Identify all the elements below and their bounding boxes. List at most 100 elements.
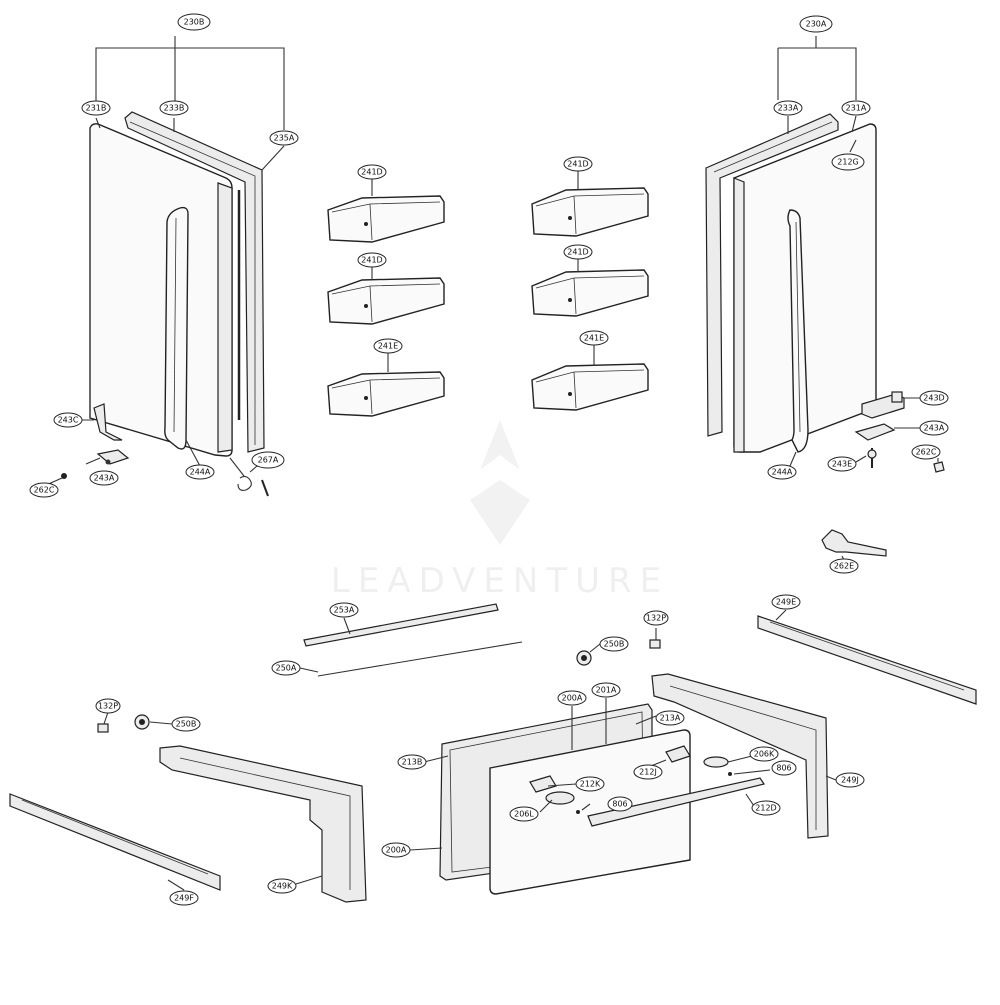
callout-250A: 250A (271, 660, 301, 676)
callout-241D-3: 241D (563, 156, 593, 172)
callout-201A: 201A (591, 682, 621, 698)
callout-235A: 235A (269, 130, 299, 146)
svg-text:253A: 253A (334, 606, 355, 615)
callout-249K: 249K (267, 878, 297, 894)
svg-text:212G: 212G (837, 158, 858, 167)
callout-806-right: 806 (771, 760, 797, 776)
svg-text:233A: 233A (778, 104, 799, 113)
svg-text:806: 806 (776, 764, 791, 773)
svg-text:243A: 243A (94, 474, 115, 483)
svg-text:132P: 132P (98, 702, 118, 711)
callout-200A-bottom: 200A (381, 842, 411, 858)
freezer-drawer-assembly (9, 603, 977, 903)
svg-text:244A: 244A (772, 468, 793, 477)
right-door-assembly (705, 113, 945, 473)
callout-243A-right: 243A (919, 420, 949, 436)
svg-text:200A: 200A (386, 846, 407, 855)
callout-212J: 212J (633, 764, 663, 780)
callout-230A: 230A (799, 15, 833, 33)
callout-212K: 212K (575, 776, 605, 792)
callout-233A: 233A (773, 100, 803, 116)
bin-241D-left-top (327, 195, 445, 243)
svg-text:206K: 206K (754, 750, 775, 759)
callout-249F: 249F (169, 890, 199, 906)
callout-253A: 253A (329, 602, 359, 618)
bin-241D-left-mid (327, 277, 445, 325)
svg-text:262C: 262C (916, 448, 937, 457)
svg-text:230A: 230A (806, 20, 827, 29)
callout-231B: 231B (81, 100, 111, 116)
svg-text:243E: 243E (832, 460, 852, 469)
svg-text:249J: 249J (841, 776, 859, 785)
svg-text:241D: 241D (567, 160, 588, 169)
callout-250B-left: 250B (171, 716, 201, 732)
bin-241D-right-top (531, 187, 649, 237)
svg-text:212K: 212K (580, 780, 601, 789)
watermark: LEADVENTURE (331, 420, 669, 601)
svg-text:250B: 250B (604, 640, 625, 649)
callout-244A-left: 244A (185, 464, 215, 480)
svg-text:241E: 241E (584, 334, 604, 343)
svg-text:231B: 231B (86, 104, 107, 113)
callout-212G: 212G (831, 153, 865, 171)
svg-text:241D: 241D (361, 168, 382, 177)
bin-241E-left (327, 371, 445, 417)
callout-labels: 230B 231B 233B 235A 230A 233A 231A 212G … (29, 13, 949, 906)
callout-241D-2: 241D (357, 252, 387, 268)
callout-132P-right: 132P (643, 610, 669, 626)
svg-text:249K: 249K (272, 882, 293, 891)
svg-text:213A: 213A (660, 714, 681, 723)
callout-806-left: 806 (607, 796, 633, 812)
callout-206K: 206K (749, 746, 779, 762)
bin-241E-right (531, 363, 649, 411)
svg-text:262C: 262C (34, 486, 55, 495)
door-bins (327, 170, 649, 417)
callout-241E-1: 241E (373, 338, 403, 354)
watermark-text: LEADVENTURE (331, 561, 669, 601)
callout-231A: 231A (841, 100, 871, 116)
bin-241D-right-mid (531, 269, 649, 317)
svg-text:806: 806 (612, 800, 627, 809)
svg-text:231A: 231A (846, 104, 867, 113)
callout-262E: 262E (829, 558, 859, 574)
callout-249E: 249E (771, 594, 801, 610)
callout-132P-left: 132P (95, 698, 121, 714)
callout-244A-right: 244A (767, 464, 797, 480)
left-door-assembly (61, 111, 269, 497)
callout-243E: 243E (827, 456, 857, 472)
callout-230B: 230B (177, 13, 211, 31)
callout-262C-left: 262C (29, 482, 59, 498)
callout-241E-2: 241E (579, 330, 609, 346)
svg-text:243A: 243A (924, 424, 945, 433)
svg-text:250B: 250B (176, 720, 197, 729)
svg-text:241E: 241E (378, 342, 398, 351)
freezer-leaders (103, 609, 837, 891)
svg-text:241D: 241D (567, 248, 588, 257)
svg-text:233B: 233B (164, 104, 185, 113)
right-door-leaders (777, 36, 939, 467)
callout-241D-1: 241D (357, 164, 387, 180)
callout-243C: 243C (53, 412, 83, 428)
svg-text:206L: 206L (514, 810, 534, 819)
svg-text:249F: 249F (174, 894, 194, 903)
svg-text:262E: 262E (834, 562, 854, 571)
callout-233B: 233B (159, 100, 189, 116)
callout-213B: 213B (397, 754, 427, 770)
svg-text:249E: 249E (776, 598, 796, 607)
svg-text:243D: 243D (923, 394, 944, 403)
callout-243A-left: 243A (89, 470, 119, 486)
svg-text:235A: 235A (274, 134, 295, 143)
svg-text:230B: 230B (184, 18, 205, 27)
svg-text:241D: 241D (361, 256, 382, 265)
svg-text:243C: 243C (58, 416, 79, 425)
callout-200A-top: 200A (557, 690, 587, 706)
svg-text:267A: 267A (258, 456, 279, 465)
callout-206L: 206L (509, 806, 539, 822)
callout-212D: 212D (751, 800, 781, 816)
svg-text:201A: 201A (596, 686, 617, 695)
svg-text:212J: 212J (639, 768, 657, 777)
callout-243D: 243D (919, 390, 949, 406)
callout-249J: 249J (835, 772, 865, 788)
